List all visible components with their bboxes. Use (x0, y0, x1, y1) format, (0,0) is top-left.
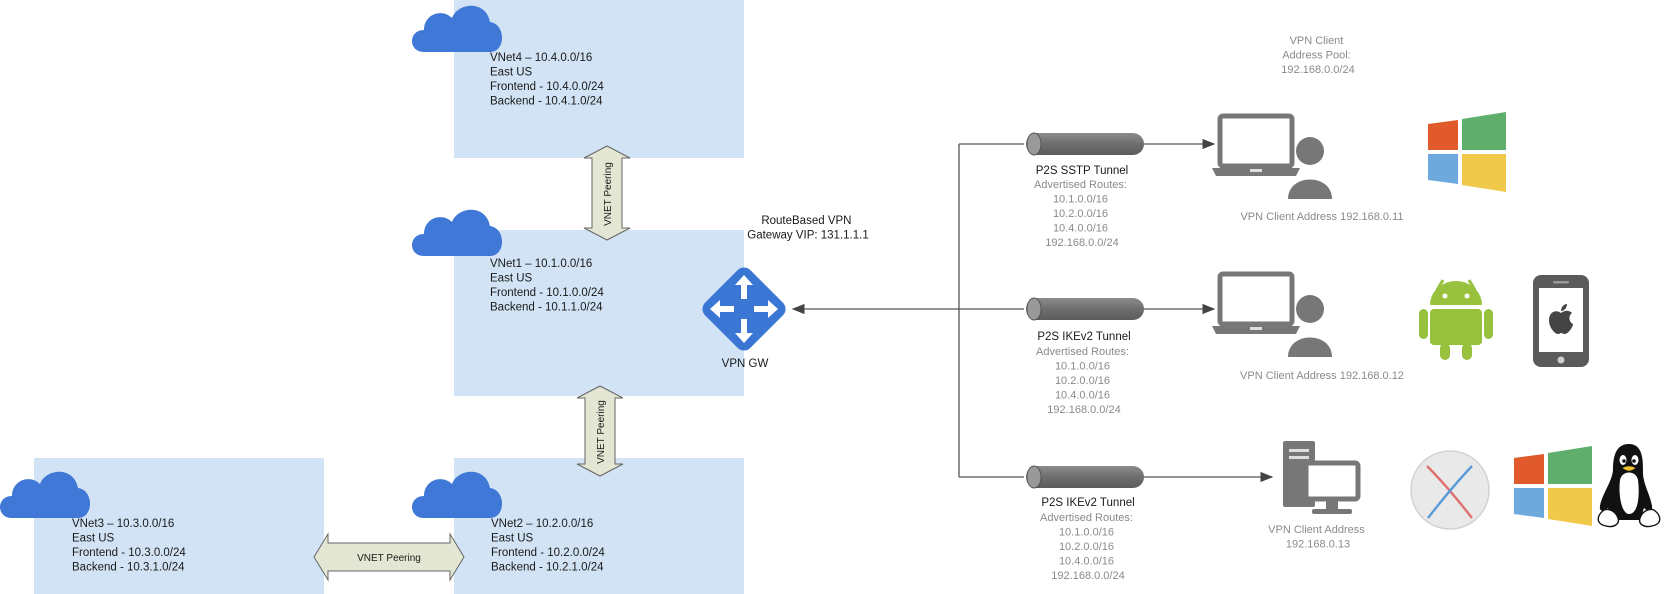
tunnel-routes: Advertised Routes: 10.1.0.0/16 10.2.0.0/… (1040, 512, 1136, 582)
peering-label: VNET Peering (357, 553, 421, 564)
tunnel-title: P2S IKEv2 Tunnel (1041, 497, 1134, 509)
peering-label: VNET Peering (596, 400, 607, 464)
peering-arrow-vnet3-vnet2: VNET Peering (313, 532, 465, 582)
tunnel-title: P2S SSTP Tunnel (1036, 165, 1128, 177)
tunnel-title: P2S IKEv2 Tunnel (1037, 331, 1130, 343)
tunnel-routes: Advertised Routes: 10.1.0.0/16 10.2.0.0/… (1034, 179, 1130, 249)
tunnel-pipe (1026, 297, 1144, 321)
macos-logo-icon (1410, 450, 1490, 530)
windows-logo-icon (1428, 112, 1506, 192)
gateway-title: RouteBased VPN Gateway VIP: 131.1.1.1 (747, 215, 868, 242)
vnet3-label: VNet3 – 10.3.0.0/16 East US Frontend - 1… (72, 518, 189, 574)
laptop-icon (1212, 116, 1300, 176)
vnet3-box (34, 458, 324, 594)
android-logo-icon (1419, 279, 1493, 360)
linux-tux-icon (1597, 444, 1661, 528)
tunnel-routes: Advertised Routes: 10.1.0.0/16 10.2.0.0/… (1036, 346, 1132, 416)
iphone-icon (1533, 275, 1589, 367)
vnet2-box (454, 458, 744, 594)
vnet1-label: VNet1 – 10.1.0.0/16 East US Frontend - 1… (490, 258, 607, 314)
windows-logo-icon (1514, 446, 1592, 526)
vnet4-label: VNet4 – 10.4.0.0/16 East US Frontend - 1… (490, 52, 607, 108)
peering-arrow-vnet4-vnet1: VNET Peering (583, 145, 631, 241)
tunnel-pipe (1026, 132, 1144, 156)
cloud-icon (412, 209, 502, 256)
gateway-label: VPN GW (722, 358, 769, 370)
connector-lines (791, 138, 1274, 483)
address-pool-label: VPN Client Address Pool: 192.168.0.0/24 (1281, 35, 1354, 76)
desktop-icon (1283, 441, 1361, 514)
laptop-icon (1212, 274, 1300, 334)
tunnel-pipe (1026, 465, 1144, 489)
router-icon (702, 267, 786, 351)
vnet4-box (454, 0, 744, 158)
client-address: VPN Client Address 192.168.0.13 (1268, 524, 1368, 551)
vnet-boxes (34, 0, 744, 594)
client-address: VPN Client Address 192.168.0.11 (1240, 211, 1403, 223)
peering-label: VNET Peering (603, 162, 614, 226)
peering-arrow-vnet1-vnet2: VNET Peering (576, 385, 624, 477)
client-address: VPN Client Address 192.168.0.12 (1240, 370, 1404, 382)
vnet2-label: VNet2 – 10.2.0.0/16 East US Frontend - 1… (491, 518, 608, 574)
vnet1-box (454, 230, 744, 396)
